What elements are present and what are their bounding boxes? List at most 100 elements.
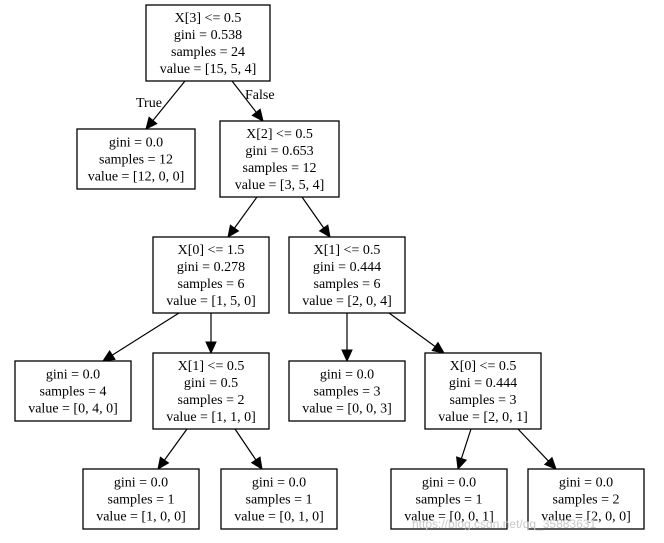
node-text-line: value = [12, 0, 0] [88,170,185,185]
node-text-line: gini = 0.0 [46,368,100,383]
node-text-line: samples = 1 [108,493,175,508]
arrow-head [318,224,331,238]
edge-line [301,196,325,229]
edge-n4-n8 [388,312,445,354]
edge-n4-n7 [341,313,353,363]
arrow-head [250,456,263,470]
node-text-line: samples = 6 [178,277,245,292]
node-text-line: samples = 24 [171,45,245,60]
arrow-head [341,349,353,363]
node-text-line: value = [0, 0, 3] [302,402,392,417]
edge-line [233,196,258,229]
nodes-layer: X[3] <= 0.5 gini = 0.538 samples = 24 value… [14,4,645,530]
node-box [288,360,406,422]
node-text-line: X[1] <= 0.5 [178,359,245,374]
edge-n0-n1: True [136,80,186,130]
node-box [527,468,645,530]
node-text-line: gini = 0.5 [184,376,238,391]
node-text-line: gini = 0.653 [245,144,313,159]
node-box [220,468,338,530]
tree-node-n9: gini = 0.0 samples = 1 value = [1, 0, 0] [82,468,200,530]
node-text-line: gini = 0.0 [114,476,168,491]
tree-node-n0: X[3] <= 0.5 gini = 0.538 samples = 24 value… [145,4,271,82]
node-box [145,4,271,82]
edge-n8-n12 [517,428,557,470]
edge-line [152,80,186,121]
edge-n2-n4 [301,196,331,238]
node-box [390,468,508,530]
node-text-line: gini = 0.0 [559,476,613,491]
node-box [152,352,270,430]
tree-node-n5: gini = 0.0 samples = 4 value = [0, 4, 0] [14,360,132,422]
node-text-line: samples = 6 [314,277,381,292]
node-text-line: gini = 0.0 [252,476,306,491]
node-text-line: samples = 2 [178,393,245,408]
node-box [76,128,196,190]
arrow-head [227,224,240,238]
node-text-line: samples = 12 [243,161,317,176]
node-box [424,352,542,430]
node-text-line: gini = 0.0 [422,476,476,491]
node-text-line: value = [0, 4, 0] [28,402,118,417]
watermark-text: https://blog.csdn.net/qq_35883631 [412,517,596,531]
node-text-line: samples = 4 [40,385,107,400]
arrow-head [251,108,264,122]
node-text-line: samples = 1 [416,493,483,508]
edge-line [460,428,472,459]
node-box [152,236,270,314]
node-text-line: X[1] <= 0.5 [314,243,381,258]
arrow-head [205,341,217,355]
arrow-head [101,349,116,362]
node-text-line: gini = 0.0 [320,368,374,383]
edge-line [111,312,180,356]
node-text-line: samples = 12 [99,153,173,168]
node-text-line: X[0] <= 0.5 [450,359,517,374]
node-text-line: value = [3, 5, 4] [235,178,325,193]
edge-label-false: False [245,88,275,103]
node-text-line: value = [2, 0, 1] [438,410,528,425]
edge-line [234,428,257,461]
edge-n2-n3 [227,196,258,238]
node-text-line: X[0] <= 1.5 [178,243,245,258]
node-text-line: X[2] <= 0.5 [246,127,313,142]
node-text-line: X[3] <= 0.5 [175,11,242,26]
node-box [288,236,406,314]
node-box [219,120,340,198]
node-text-line: gini = 0.278 [177,260,245,275]
node-text-line: value = [15, 5, 4] [160,62,257,77]
tree-node-n2: X[2] <= 0.5 gini = 0.653 samples = 12 value… [219,120,340,198]
node-text-line: gini = 0.0 [109,136,163,151]
arrow-head [543,456,557,470]
edge-line [163,428,188,461]
node-box [82,468,200,530]
edge-n3-n5 [101,312,180,362]
edge-line [388,312,436,348]
arrow-head [431,341,445,354]
arrow-head [456,456,468,471]
node-text-line: gini = 0.538 [174,28,242,43]
node-text-line: value = [0, 0, 1] [404,510,494,525]
arrow-head [157,456,170,470]
edges-layer: True False [101,80,557,471]
tree-node-n1: gini = 0.0 samples = 12 value = [12, 0, 0] [76,128,196,190]
node-text-line: value = [0, 1, 0] [234,510,324,525]
edge-label-true: True [136,96,162,111]
edge-n6-n10 [234,428,263,470]
edge-n0-n2: False [231,80,275,122]
edge-n3-n6 [205,313,217,355]
node-text-line: value = [1, 0, 0] [96,510,186,525]
node-box [14,360,132,422]
edge-n6-n9 [157,428,188,470]
node-text-line: gini = 0.444 [313,260,381,275]
node-text-line: value = [1, 5, 0] [166,294,256,309]
node-text-line: gini = 0.444 [449,376,517,391]
edge-line [517,428,549,462]
edge-n8-n11 [456,428,472,471]
